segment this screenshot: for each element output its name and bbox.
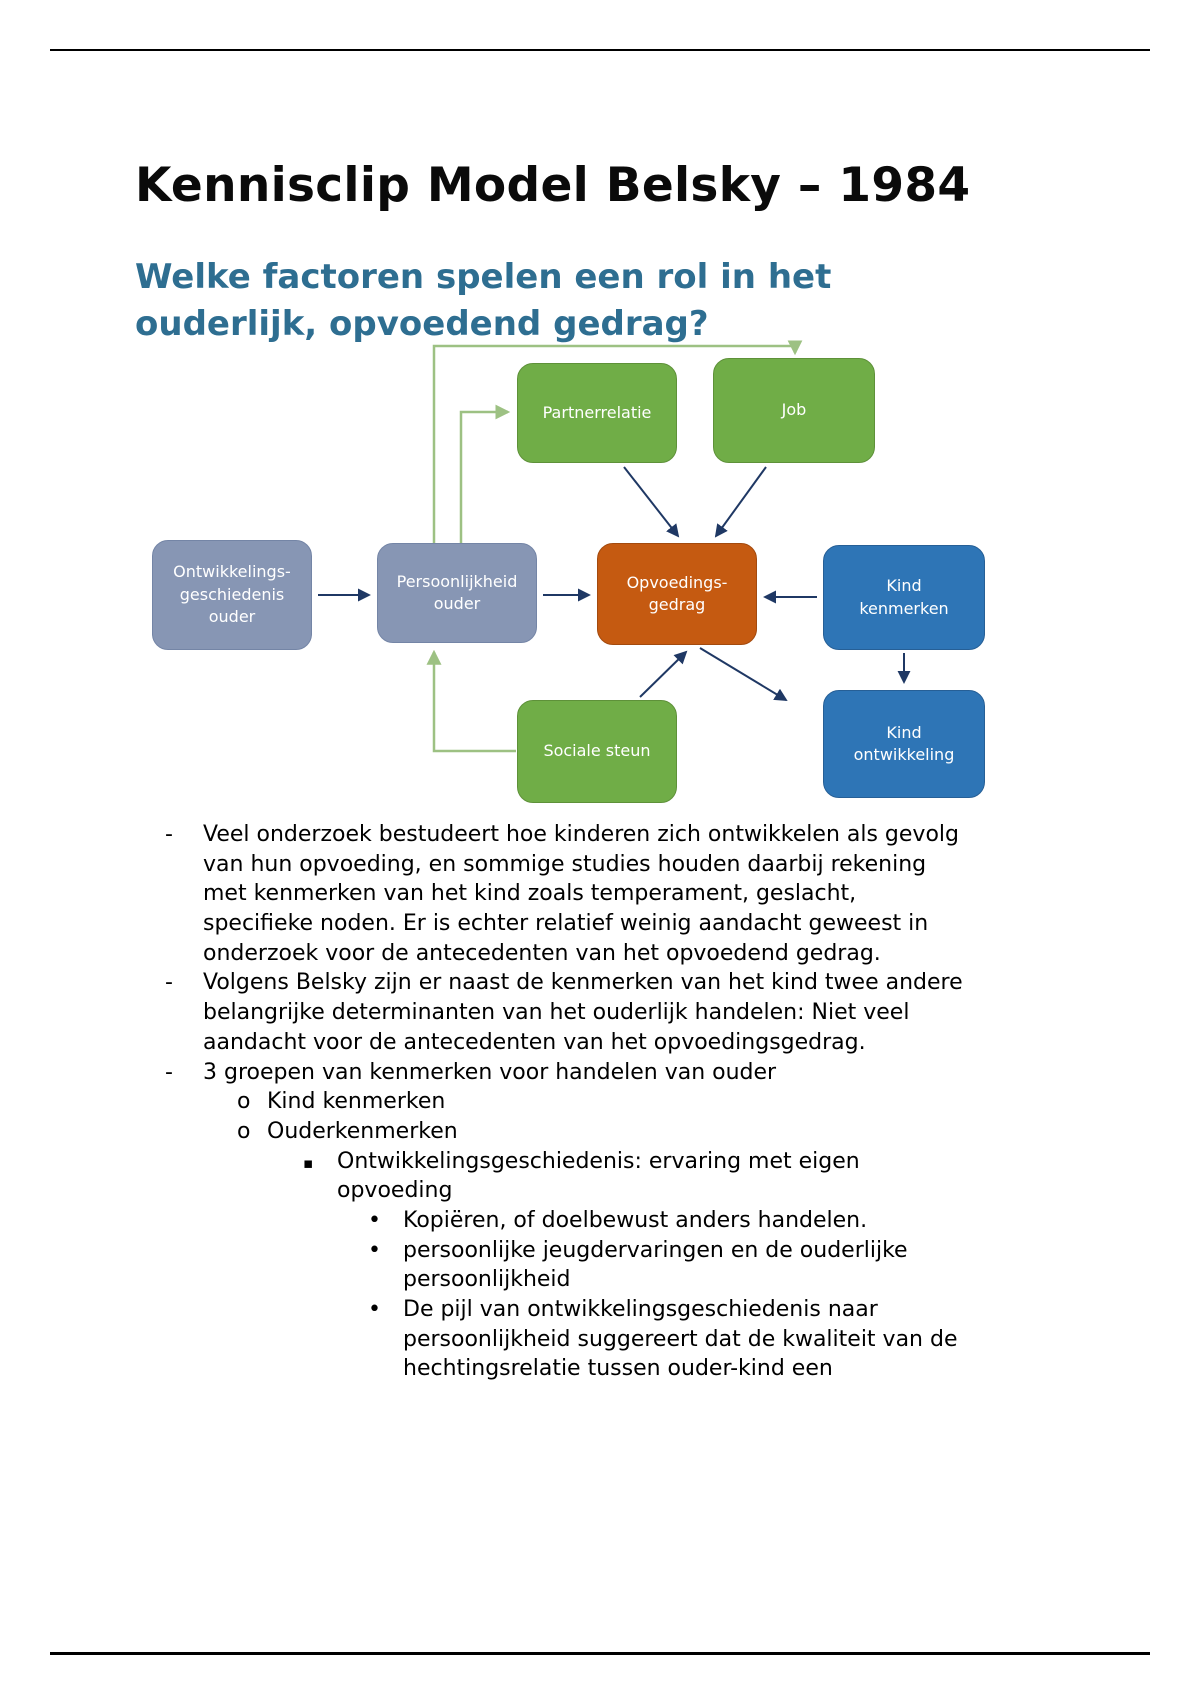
bullet-item: - Veel onderzoek bestudeert hoe kinderen … bbox=[165, 820, 967, 968]
bullet-marker: • bbox=[368, 1237, 381, 1263]
bullet-text: De pijl van ontwikkelingsgeschiedenis na… bbox=[403, 1297, 958, 1382]
bullet-marker: o bbox=[237, 1118, 251, 1144]
bullet-marker: - bbox=[165, 1059, 173, 1085]
node-sociale-steun: Sociale steun bbox=[517, 700, 677, 803]
bullet-item: o Kind kenmerken bbox=[237, 1087, 967, 1117]
top-rule bbox=[50, 49, 1150, 51]
bullet-item: ▪ Ontwikkelingsgeschiedenis: ervaring met… bbox=[303, 1147, 967, 1206]
bullet-text: Kind kenmerken bbox=[267, 1089, 446, 1115]
bullet-item: - Volgens Belsky zijn er naast de kenmerk… bbox=[165, 968, 967, 1057]
bullet-text: Ontwikkelingsgeschiedenis: ervaring met … bbox=[337, 1148, 860, 1204]
bullet-item: o Ouderkenmerken bbox=[237, 1117, 967, 1147]
bottom-rule bbox=[50, 1652, 1150, 1655]
bullet-item: • De pijl van ontwikkelingsgeschiedenis n… bbox=[368, 1295, 967, 1384]
page-title: Kennisclip Model Belsky – 1984 bbox=[135, 158, 971, 214]
page-subtitle: Welke factoren spelen een rol in het oud… bbox=[135, 257, 832, 345]
bullet-marker: ▪ bbox=[303, 1153, 314, 1172]
bullet-marker: o bbox=[237, 1089, 251, 1115]
bullet-marker: • bbox=[368, 1297, 381, 1322]
node-persoonlijkheid-ouder: Persoonlijkheid ouder bbox=[377, 543, 537, 643]
node-partnerrelatie: Partnerrelatie bbox=[517, 363, 677, 463]
bullet-text: 3 groepen van kenmerken voor handelen va… bbox=[203, 1059, 777, 1085]
bullet-item: • Kopiëren, of doelbewust anders handelen… bbox=[368, 1206, 967, 1236]
bullet-item: • persoonlijke jeugdervaringen en de oude… bbox=[368, 1236, 967, 1295]
bullet-text: Volgens Belsky zijn er naast de kenmerke… bbox=[203, 970, 963, 1055]
node-job: Job bbox=[713, 358, 875, 463]
belsky-model-diagram: Ontwikkelings- geschiedenis ouder Persoo… bbox=[0, 340, 1200, 810]
node-opvoedingsgedrag: Opvoedings- gedrag bbox=[597, 543, 757, 645]
node-kind-ontwikkeling: Kind ontwikkeling bbox=[823, 690, 985, 798]
notes-list: - Veel onderzoek bestudeert hoe kinderen … bbox=[135, 820, 967, 1384]
bullet-text: Ouderkenmerken bbox=[267, 1118, 458, 1144]
bullet-text: Veel onderzoek bestudeert hoe kinderen z… bbox=[203, 822, 959, 966]
node-kind-kenmerken: Kind kenmerken bbox=[823, 545, 985, 650]
node-ontwikkelingsgeschiedenis-ouder: Ontwikkelings- geschiedenis ouder bbox=[152, 540, 312, 650]
bullet-text: persoonlijke jeugdervaringen en de ouder… bbox=[403, 1237, 908, 1293]
bullet-marker: - bbox=[165, 970, 173, 996]
bullet-marker: • bbox=[368, 1207, 381, 1233]
bullet-item: - 3 groepen van kenmerken voor handelen v… bbox=[165, 1058, 967, 1088]
bullet-marker: - bbox=[165, 822, 173, 847]
bullet-text: Kopiëren, of doelbewust anders handelen. bbox=[403, 1207, 868, 1233]
